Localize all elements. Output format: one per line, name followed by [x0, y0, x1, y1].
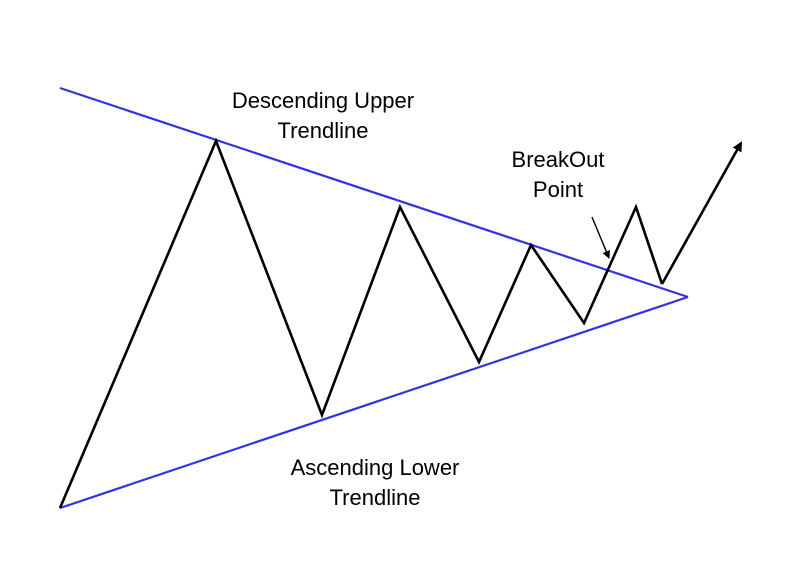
- lower-trendline: [59, 295, 689, 510]
- upper-trendline-label-line1: Descending Upper: [231, 88, 415, 113]
- breakout-point-label: BreakOut Point: [488, 145, 628, 205]
- breakout-arrow: [660, 141, 743, 285]
- upper-trendline: [59, 86, 689, 299]
- breakout-point-label-line1: BreakOut: [511, 147, 605, 172]
- lower-trendline-label-line2: Trendline: [329, 485, 421, 510]
- upper-trendline-label: Descending Upper Trendline: [200, 86, 446, 146]
- price-path: [58, 137, 664, 509]
- breakout-pointer: [591, 216, 611, 259]
- breakout-point-label-line2: Point: [532, 177, 584, 202]
- lower-trendline-label: Ascending Lower Trendline: [262, 453, 488, 513]
- upper-trendline-label-line2: Trendline: [277, 118, 369, 143]
- lower-trendline-label-line1: Ascending Lower: [290, 455, 460, 480]
